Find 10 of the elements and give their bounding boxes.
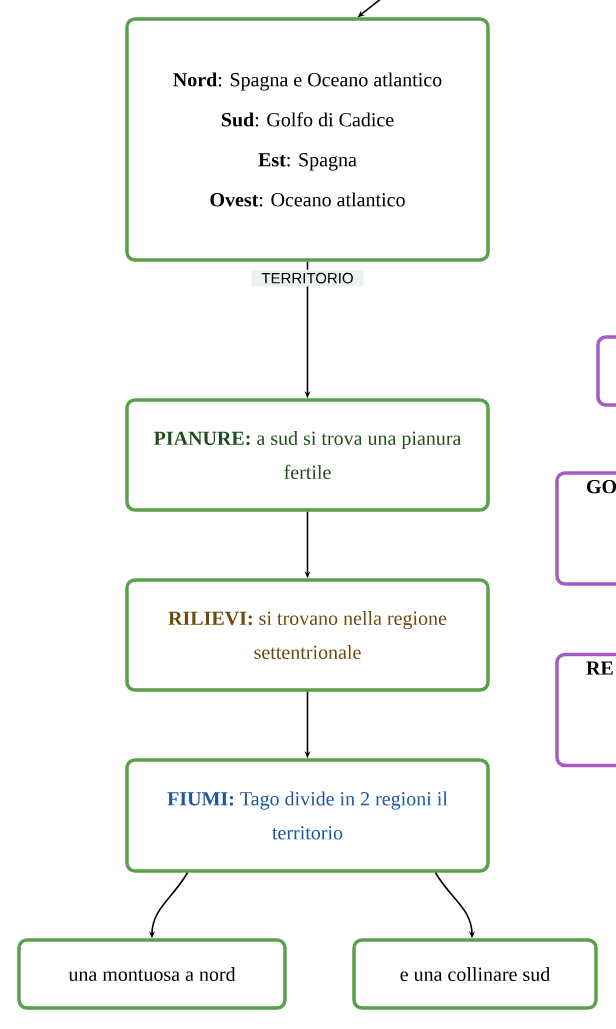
process-box: una montuosa a nord <box>17 938 287 1010</box>
process-box: e una collinare sud <box>352 938 598 1010</box>
concept-box: GO <box>555 471 616 586</box>
process-box: PIANURE: a sud si trova una pianura fertile <box>125 398 490 512</box>
process-box: FIUMI: Tago divide in 2 regioni il territorio <box>125 758 490 873</box>
concept-box: RE <box>555 652 616 768</box>
concept-box <box>596 335 616 407</box>
process-box: RILIEVI: si trovano nella regione settentrionale <box>125 578 490 692</box>
territory-box: Nord: Spagna e Oceano atlantico Sud: Golfo di Cadice Est: Spagna Ovest: Oceano atlantico <box>125 17 490 262</box>
edge-label: TERRITORIO <box>261 272 353 284</box>
